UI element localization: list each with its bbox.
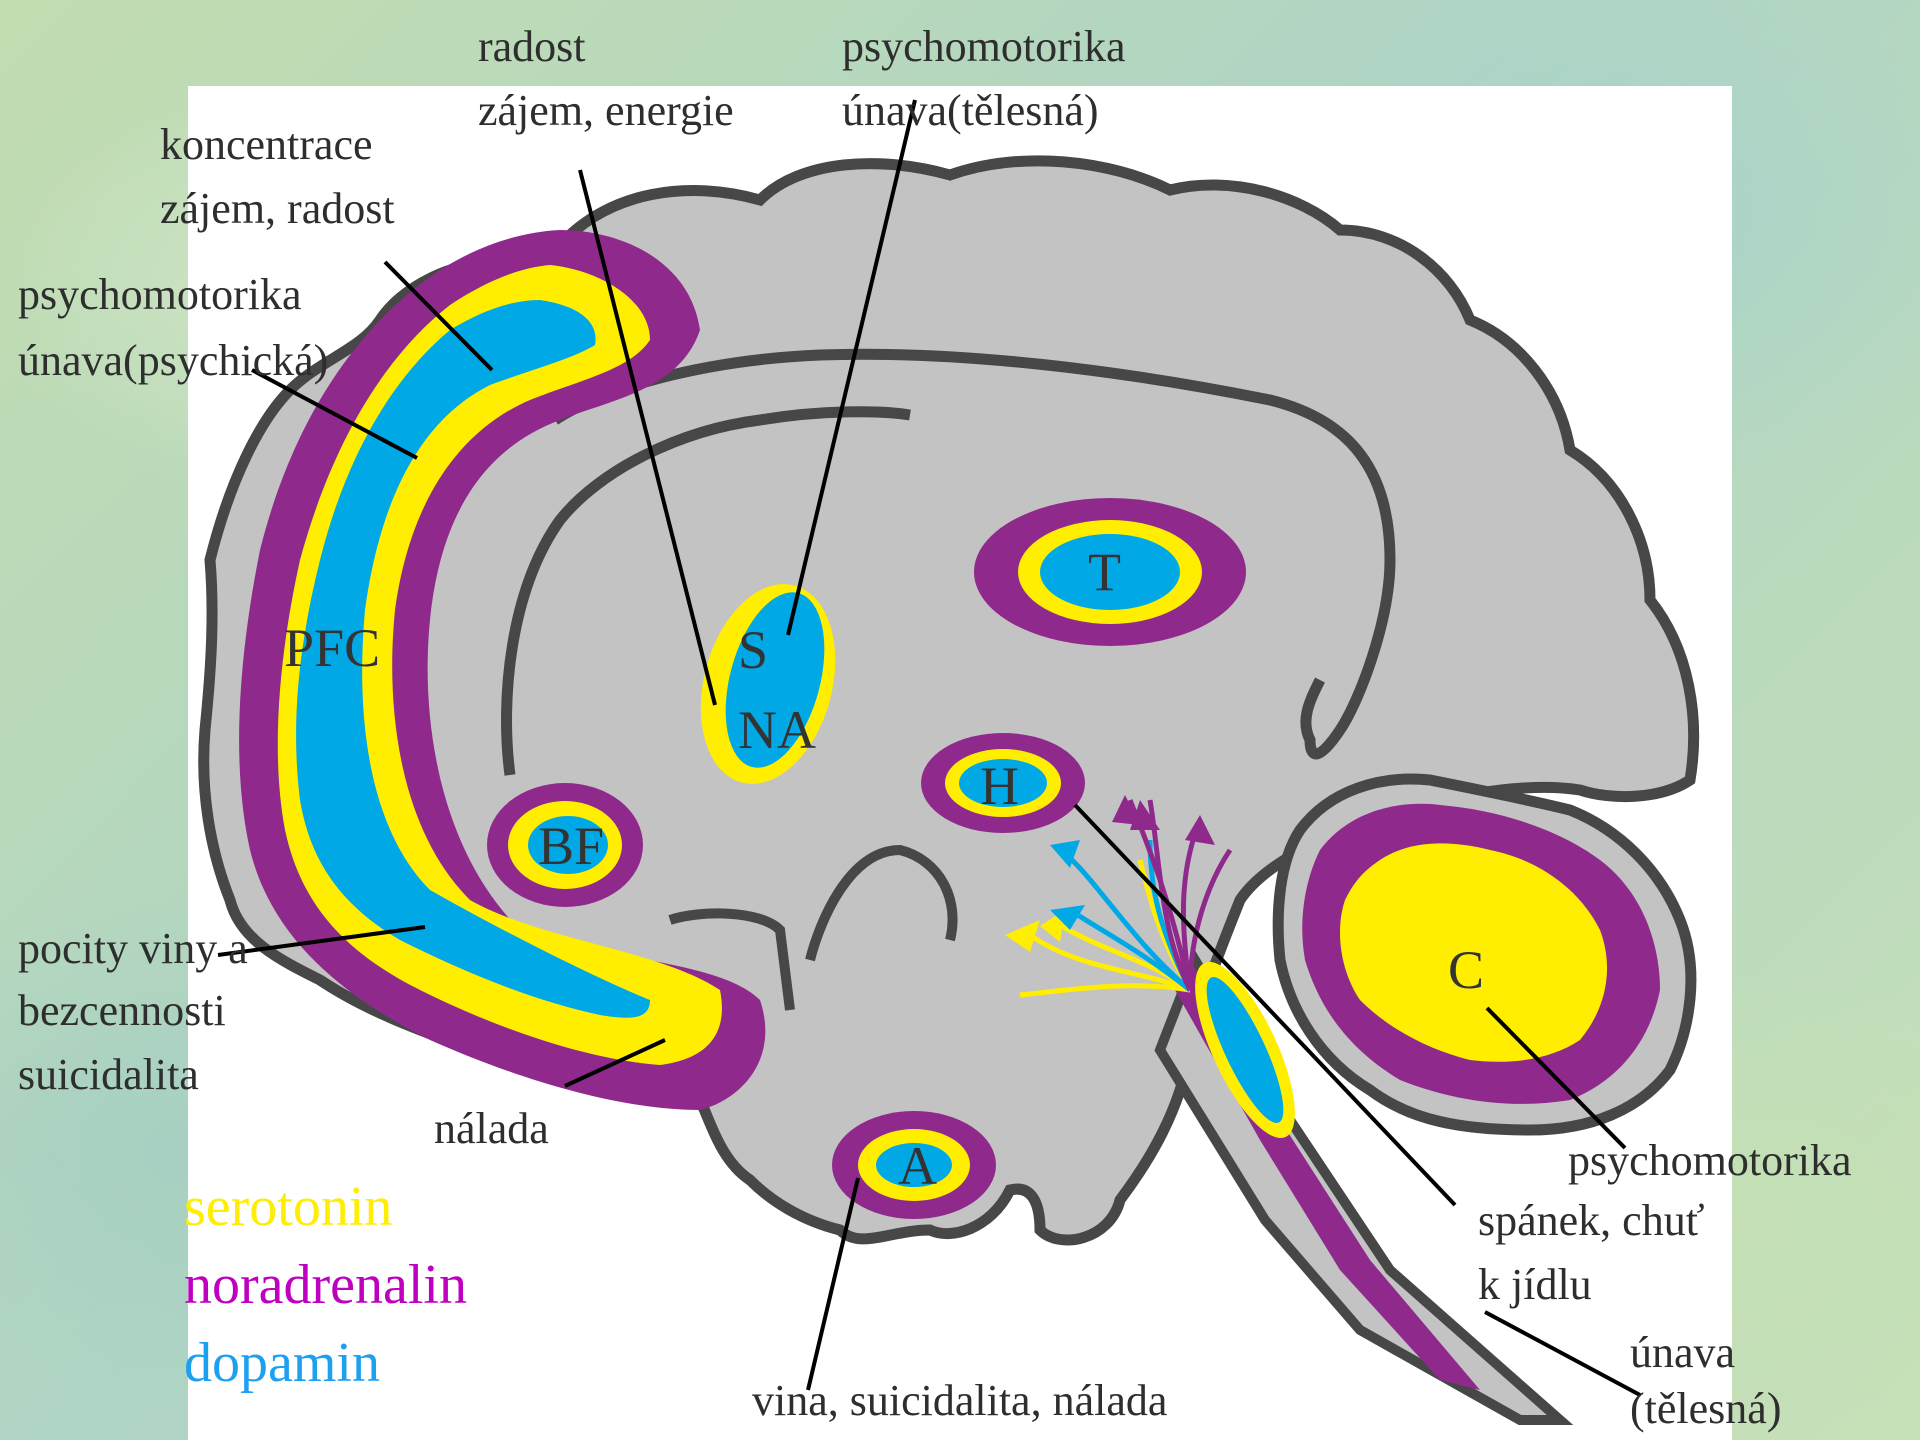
region-pfc: PFC bbox=[284, 618, 380, 678]
label-pocity-line2: bezcennosti bbox=[18, 980, 226, 1042]
legend: serotonin noradrenalin dopamin bbox=[184, 1168, 467, 1402]
label-pocity-line3: suicidalita bbox=[18, 1044, 199, 1106]
region-t: T bbox=[1088, 542, 1121, 602]
label-unava-line1: únava bbox=[1630, 1322, 1735, 1384]
region-h: H bbox=[980, 756, 1019, 816]
label-psychomotorika-left-line2: únava(psychická) bbox=[18, 330, 328, 392]
label-psychomotorika-top-line1: psychomotorika bbox=[842, 16, 1126, 78]
legend-dopamin: dopamin bbox=[184, 1324, 467, 1402]
legend-serotonin: serotonin bbox=[184, 1168, 467, 1246]
label-koncentrace-line2: zájem, radost bbox=[160, 178, 395, 240]
label-psychomotorika-left-line1: psychomotorika bbox=[18, 264, 302, 326]
region-s: S bbox=[738, 620, 768, 680]
label-psychomotorika-right: psychomotorika bbox=[1568, 1130, 1852, 1192]
label-spanek-line2: k jídlu bbox=[1478, 1254, 1592, 1316]
label-radost-line1: radost bbox=[478, 16, 586, 78]
region-na: NA bbox=[738, 700, 816, 760]
label-radost-line2: zájem, energie bbox=[478, 80, 734, 142]
label-koncentrace-line1: koncentrace bbox=[160, 114, 373, 176]
region-c: C bbox=[1448, 940, 1484, 1000]
label-vina: vina, suicidalita, nálada bbox=[752, 1370, 1167, 1432]
label-psychomotorika-top-line2: únava(tělesná) bbox=[842, 80, 1099, 142]
legend-noradrenalin: noradrenalin bbox=[184, 1246, 467, 1324]
label-unava-line2: (tělesná) bbox=[1630, 1378, 1781, 1440]
label-nalada: nálada bbox=[434, 1098, 549, 1160]
label-spanek-line1: spánek, chuť bbox=[1478, 1190, 1705, 1252]
region-a: A bbox=[898, 1136, 937, 1196]
label-pocity-line1: pocity viny a bbox=[18, 918, 248, 980]
region-bf: BF bbox=[538, 816, 604, 876]
